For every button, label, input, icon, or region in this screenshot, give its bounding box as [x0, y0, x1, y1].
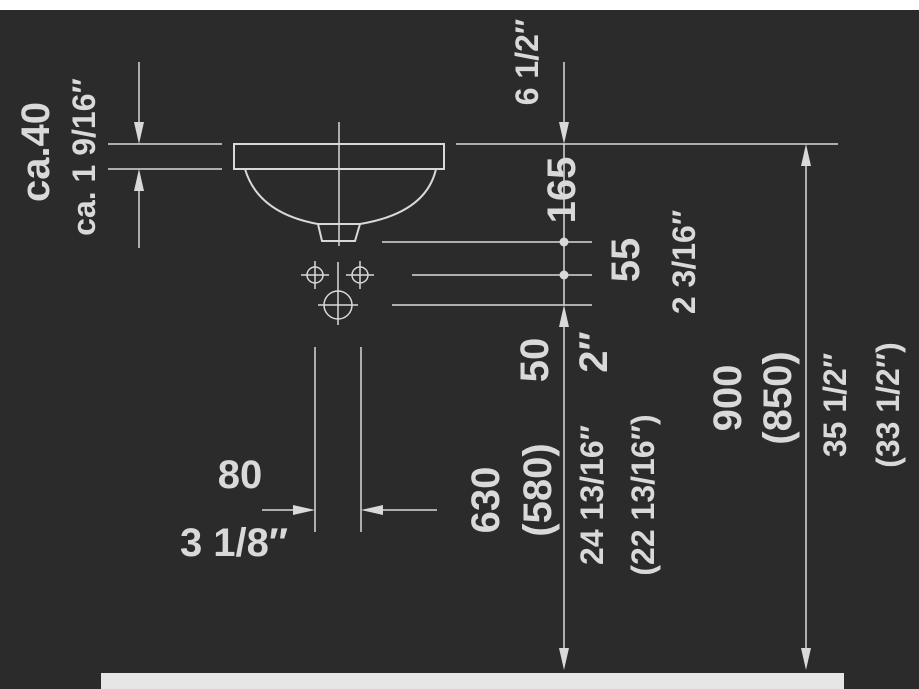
drain-height-in-label: 24 13/16″	[574, 425, 610, 565]
total-height-alt-in-label: (33 1/2″)	[870, 342, 906, 468]
basin-outline	[233, 122, 445, 246]
total-height-alt-mm-label: (850)	[756, 351, 800, 444]
arrow-down-icon	[801, 648, 811, 670]
total-height-dimension	[801, 144, 811, 670]
pipe-width-mm-label: 80	[218, 453, 263, 497]
arrow-right-icon	[293, 505, 315, 515]
drain-height-alt-mm-label: (580)	[516, 443, 560, 536]
hole-spacing-in-label: 2 3/16″	[666, 210, 702, 314]
drain-height-alt-in-label: (22 13/16″)	[625, 414, 661, 575]
rim-to-hole-mm-label: 165	[540, 157, 584, 224]
drawing-background	[0, 10, 919, 689]
hole-to-drain-in-label: 2″	[572, 331, 616, 372]
top-margin	[0, 0, 919, 10]
arrow-down-icon	[134, 122, 144, 144]
dimension-node-upper	[559, 237, 569, 247]
rim-height-in-label: 6 1/2″	[509, 19, 545, 106]
fixing-holes	[301, 261, 374, 325]
dimension-node-lower	[559, 270, 569, 280]
hole-position-dimension	[382, 62, 838, 670]
drain-height-mm-label: 630	[464, 467, 508, 534]
total-height-in-label: 35 1/2″	[817, 353, 853, 457]
arrow-up-icon	[134, 169, 144, 191]
total-height-mm-label: 900	[706, 365, 750, 432]
arrow-up-icon	[801, 144, 811, 166]
arrow-left-icon	[361, 505, 383, 515]
rim-thickness-dimension	[108, 62, 222, 248]
pipe-width-in-label: 3 1/8″	[180, 521, 288, 565]
arrow-down-icon	[559, 648, 569, 670]
pipe-width-dimension	[262, 347, 437, 532]
arrow-down-icon	[559, 122, 569, 144]
rim-thickness-in-label: ca. 1 9/16″	[66, 78, 102, 236]
hole-spacing-mm-label: 55	[604, 238, 648, 283]
floor-line	[101, 673, 844, 689]
rim-thickness-mm-label: ca.40	[14, 102, 58, 202]
hole-to-drain-mm-label: 50	[513, 338, 557, 383]
